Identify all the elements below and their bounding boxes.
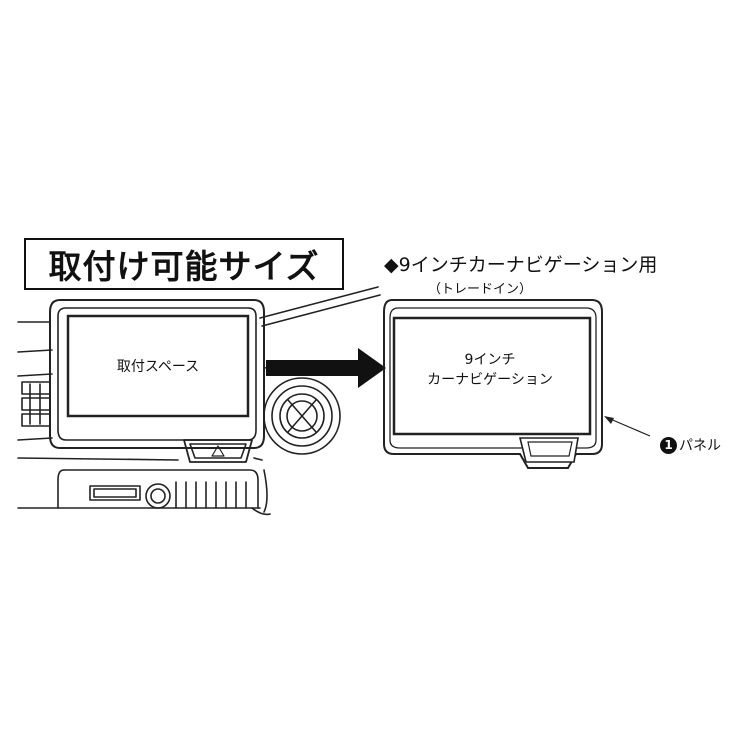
number-1-circle-icon: 1 [660, 436, 677, 454]
hazard-button [183, 439, 253, 463]
hazard-triangle-icon [211, 445, 225, 457]
nav-unit-label: 9インチ カーナビゲーション [392, 350, 588, 390]
product-subheading: （トレードイン） [428, 282, 533, 297]
left-air-vent [17, 321, 53, 441]
round-air-vent [263, 377, 341, 455]
navigation-unit [383, 299, 603, 469]
nav-unit-line2: カーナビゲーション [427, 372, 553, 388]
mount-space-screen [66, 314, 250, 418]
product-heading: ◆9インチカーナビゲーション用 [384, 254, 658, 276]
nav-unit-line1: 9インチ [464, 352, 516, 368]
panel-leader-line [604, 416, 651, 437]
mount-space-label: 取付スペース [116, 359, 200, 375]
page-title: 取付け可能サイズ [24, 238, 344, 290]
center-console [89, 481, 247, 509]
steering-edge [263, 469, 268, 513]
panel-callout-label: パネル [679, 438, 721, 454]
dashboard-lower [17, 457, 263, 509]
panel-callout: 1 パネル [660, 435, 721, 455]
right-arrow-icon [266, 348, 386, 388]
